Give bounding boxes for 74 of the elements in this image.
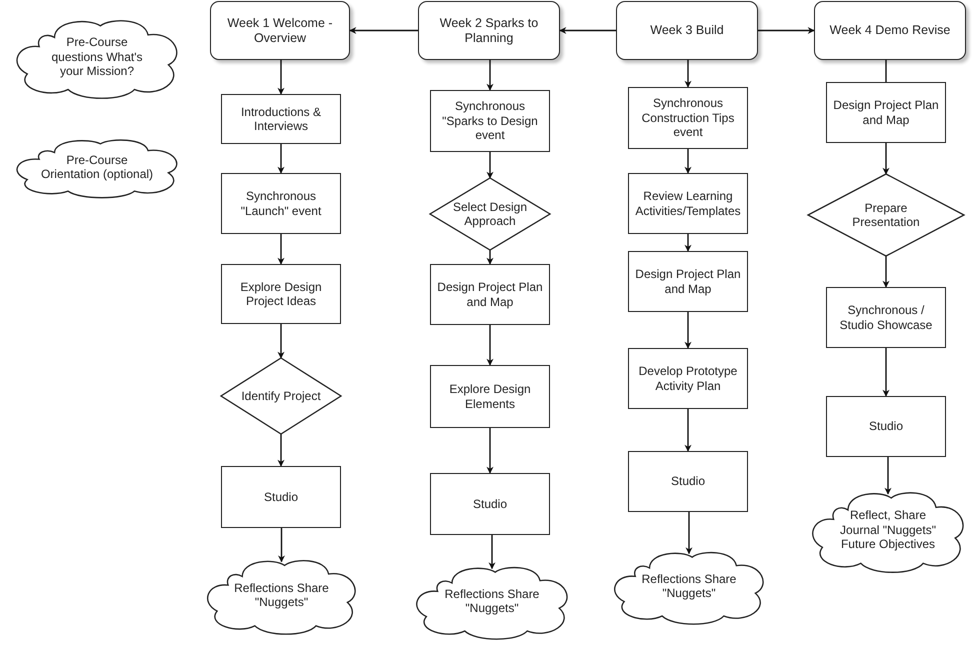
week-header-box [814,1,966,60]
arrow [349,27,418,34]
step-label: Synchronous "Sparks to Design event [441,99,539,143]
step-label: Studio [670,474,706,489]
process-box [221,94,341,144]
week-header-box [210,1,350,60]
arrow [684,60,692,88]
step-label: Introductions & Interviews [240,104,322,134]
arrow [684,312,692,349]
step-label: Pre-Course Orientation (optional) [40,152,154,182]
step-label: Reflections Share "Nuggets" [444,586,540,616]
arrow [486,152,494,179]
arrow [278,234,284,265]
step-label: Develop Prototype Activity Plan [638,364,738,393]
process-box [221,466,341,528]
process-box [826,82,946,143]
arrow [882,256,890,288]
week-header-box [616,1,758,60]
step-label: Synchronous / Studio Showcase [838,303,934,332]
process-box [826,287,946,348]
step-label: Synchronous "Launch" event [240,189,322,218]
arrow [684,234,692,252]
arrow [488,535,496,570]
arrow [684,409,692,452]
step-label: Reflections Share "Nuggets" [233,580,330,610]
week-title: Week 3 Build [649,23,725,38]
arrow [486,250,494,265]
process-box [430,90,550,152]
week-title: Week 4 Demo Revise [828,23,952,38]
process-box [826,396,946,457]
week-header-box [418,1,560,60]
step-label: Explore Design Elements [448,382,532,411]
arrow [882,348,890,397]
step-label: Design Project Plan and Map [832,98,940,127]
step-label: Design Project Plan and Map [634,267,742,296]
week-title: Week 1 Welcome - Overview [226,16,334,46]
step-label: Identify Project [240,388,322,404]
arrow [684,149,692,174]
arrow [884,457,892,495]
arrow [758,27,815,34]
process-box [628,451,748,512]
arrow [278,528,285,562]
week-title: Week 2 Sparks to Planning [438,16,540,46]
process-box [628,87,748,149]
process-box [430,365,550,428]
arrow [882,143,890,175]
arrow [278,144,284,174]
step-label: Reflections Share "Nuggets" [640,572,738,600]
step-label: Studio [868,419,904,434]
arrow [486,428,494,474]
step-label: Review Learning Activities/Templates [634,189,742,218]
process-box [628,348,748,409]
process-box [430,264,550,325]
step-label: Synchronous Construction Tips event [640,96,736,140]
process-box [430,473,550,535]
step-label: Studio [472,496,508,512]
arrow [278,60,284,95]
process-box [221,264,341,324]
process-box [628,173,748,234]
arrow [686,512,692,554]
arrow [486,60,494,91]
step-label: Explore Design Project Ideas [239,280,323,308]
step-label: Studio [262,490,300,504]
step-label: Pre-Course questions What's your Mission? [50,35,144,79]
step-label: Reflect, Share Journal "Nuggets" Future Objectives [839,508,937,552]
process-box [628,251,748,312]
arrow [278,324,284,359]
arrow [486,325,494,366]
arrow [278,434,284,467]
process-box [221,173,341,234]
step-label: Prepare Presentation [851,200,921,230]
step-label: Design Project Plan and Map [436,280,544,309]
step-label: Select Design Approach [452,200,528,228]
arrow [559,27,616,34]
